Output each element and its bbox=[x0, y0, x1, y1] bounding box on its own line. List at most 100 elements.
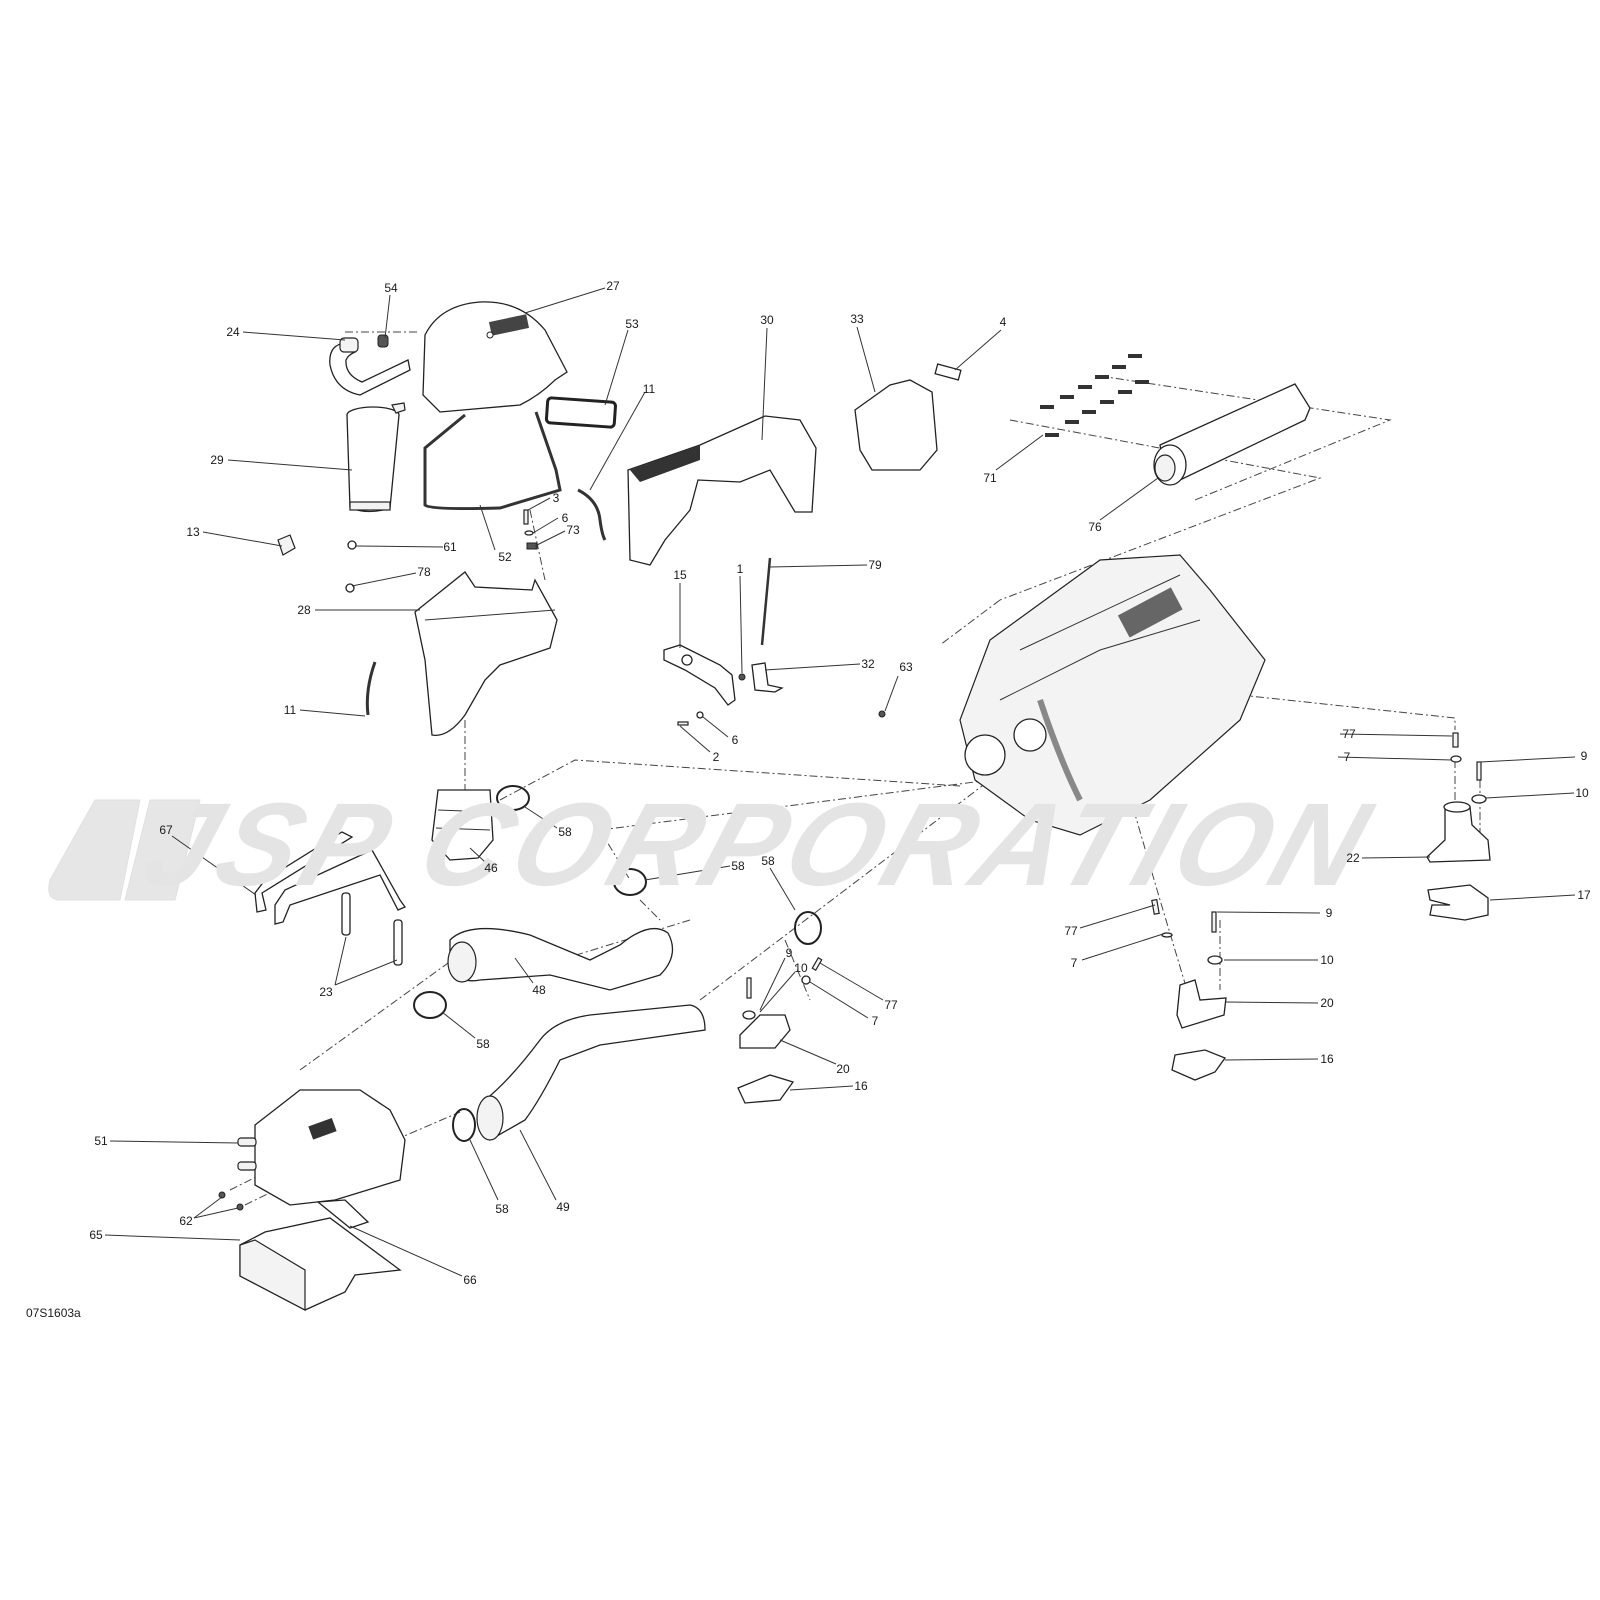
part-15-bracket[interactable] bbox=[663, 644, 736, 706]
part-16-shim-right[interactable] bbox=[1171, 1049, 1227, 1081]
callout-plug[interactable]: 61 bbox=[443, 540, 457, 554]
callout-front-mount-center[interactable]: 20 bbox=[836, 1062, 850, 1076]
callout-shim-16-center[interactable]: 16 bbox=[854, 1079, 868, 1093]
part-7-washer-center[interactable] bbox=[801, 975, 811, 985]
callout-bolt-9-right[interactable]: 9 bbox=[1580, 749, 1588, 763]
part-9-bolt-lower[interactable] bbox=[1211, 911, 1217, 933]
callout-air-guide[interactable]: 30 bbox=[760, 313, 774, 327]
part-61-plug[interactable] bbox=[347, 540, 357, 550]
part-32-bracket[interactable] bbox=[751, 662, 784, 693]
part-10-washer-right[interactable] bbox=[1471, 794, 1487, 804]
callout-air-box-base[interactable]: 28 bbox=[297, 603, 311, 617]
part-11-hose-upper[interactable] bbox=[577, 488, 607, 541]
callout-intake-manifold[interactable]: 76 bbox=[1088, 520, 1102, 534]
part-27-air-box-cover[interactable] bbox=[422, 301, 568, 413]
callout-washer-6[interactable]: 6 bbox=[731, 733, 739, 747]
part-79-rod[interactable] bbox=[760, 557, 772, 646]
callout-shim-17[interactable]: 17 bbox=[1577, 888, 1591, 902]
callout-clamp-58-e[interactable]: 58 bbox=[495, 1202, 509, 1216]
part-4-decal[interactable] bbox=[934, 363, 962, 381]
part-67-tank-strap[interactable] bbox=[254, 831, 406, 925]
part-51-intercooler[interactable] bbox=[237, 1089, 406, 1206]
callout-hose-49[interactable]: 49 bbox=[556, 1200, 570, 1214]
part-77-screw-lower[interactable] bbox=[1151, 898, 1160, 915]
part-23-strap-holder[interactable] bbox=[341, 892, 403, 966]
part-77-screw-center[interactable] bbox=[811, 956, 823, 972]
callout-clamp-58-d[interactable]: 58 bbox=[476, 1037, 490, 1051]
part-2-screw[interactable] bbox=[677, 721, 689, 726]
callout-engine-nut[interactable]: 63 bbox=[899, 660, 913, 674]
callout-clamp-58-b[interactable]: 58 bbox=[731, 859, 745, 873]
part-65-protector[interactable] bbox=[239, 1217, 402, 1311]
callout-seal[interactable]: 52 bbox=[498, 550, 512, 564]
part-77-screw-right[interactable] bbox=[1452, 732, 1459, 748]
part-10-washer-center[interactable] bbox=[742, 1010, 756, 1020]
callout-washer-upper[interactable]: 6 bbox=[561, 511, 569, 525]
part-6-washer-lower[interactable] bbox=[696, 711, 704, 719]
callout-washer-7-center[interactable]: 7 bbox=[871, 1014, 879, 1028]
callout-screw-77-right[interactable]: 77 bbox=[1342, 727, 1356, 741]
callout-gasket[interactable]: 53 bbox=[625, 317, 639, 331]
part-17-shim[interactable] bbox=[1427, 884, 1489, 921]
part-3-screw[interactable] bbox=[523, 509, 529, 525]
part-53-gasket[interactable] bbox=[544, 396, 617, 429]
callout-flexible-coupling[interactable]: 46 bbox=[484, 861, 498, 875]
part-73-clip[interactable] bbox=[526, 542, 538, 550]
callout-bracket-15[interactable]: 15 bbox=[673, 568, 687, 582]
part-52-seal[interactable] bbox=[423, 411, 562, 511]
callout-decal[interactable]: 4 bbox=[999, 315, 1007, 329]
part-13-clip[interactable] bbox=[277, 534, 296, 556]
part-24-intake-hose[interactable] bbox=[329, 337, 411, 396]
callout-washer-10-center[interactable]: 10 bbox=[794, 961, 808, 975]
callout-bolt-9-center[interactable]: 9 bbox=[785, 946, 793, 960]
callout-protector-65[interactable]: 65 bbox=[89, 1228, 103, 1242]
part-58-clamp-a[interactable] bbox=[496, 785, 530, 811]
callout-fastener[interactable]: 78 bbox=[417, 565, 431, 579]
part-20-front-mount-right[interactable] bbox=[1176, 979, 1227, 1029]
callout-screw-2[interactable]: 2 bbox=[712, 750, 720, 764]
callout-tank-strap[interactable]: 67 bbox=[159, 823, 173, 837]
callout-intercooler[interactable]: 51 bbox=[94, 1134, 108, 1148]
part-48-hose[interactable] bbox=[447, 927, 674, 991]
part-33-heat-shield[interactable] bbox=[854, 379, 938, 471]
part-6-washer[interactable] bbox=[524, 530, 534, 536]
callout-strap-holder[interactable]: 23 bbox=[319, 985, 333, 999]
part-58-clamp-d[interactable] bbox=[413, 991, 447, 1019]
part-54-grommet[interactable] bbox=[377, 334, 389, 348]
part-63-nut[interactable] bbox=[878, 710, 886, 718]
callout-clip-side[interactable]: 13 bbox=[186, 525, 200, 539]
part-46-flexible-coupling[interactable] bbox=[431, 789, 494, 861]
callout-air-box-cover[interactable]: 27 bbox=[606, 279, 620, 293]
callout-hose-48[interactable]: 48 bbox=[532, 983, 546, 997]
part-66-pad[interactable] bbox=[316, 1199, 370, 1229]
callout-washer-10-lower[interactable]: 10 bbox=[1320, 953, 1334, 967]
part-20-front-mount-center[interactable] bbox=[739, 1014, 791, 1049]
callout-washer-10-right[interactable]: 10 bbox=[1575, 786, 1589, 800]
part-16-shim-center[interactable] bbox=[737, 1074, 795, 1104]
part-9-bolt-right[interactable] bbox=[1476, 761, 1482, 781]
part-9-bolt-center[interactable] bbox=[746, 977, 752, 999]
part-30-air-guide[interactable] bbox=[627, 415, 817, 566]
part-58-clamp-e[interactable] bbox=[452, 1108, 476, 1142]
part-22-rear-mount[interactable] bbox=[1426, 801, 1491, 863]
part-10-washer-lower[interactable] bbox=[1207, 955, 1223, 965]
callout-screw-77-lower[interactable]: 77 bbox=[1064, 924, 1078, 938]
callout-nut-1[interactable]: 1 bbox=[736, 562, 744, 576]
callout-clamp-58-a[interactable]: 58 bbox=[558, 825, 572, 839]
callout-air-tube[interactable]: 29 bbox=[210, 453, 224, 467]
callout-washer-7-right[interactable]: 7 bbox=[1343, 750, 1351, 764]
callout-clip[interactable]: 73 bbox=[566, 523, 580, 537]
callout-intake-hose[interactable]: 24 bbox=[226, 325, 240, 339]
callout-manifold-screw[interactable]: 71 bbox=[983, 471, 997, 485]
part-76-intake-manifold[interactable] bbox=[1153, 383, 1311, 486]
part-62-nuts[interactable] bbox=[218, 1191, 244, 1211]
callout-shim-16-right[interactable]: 16 bbox=[1320, 1052, 1334, 1066]
callout-screw-77-center[interactable]: 77 bbox=[884, 998, 898, 1012]
callout-heat-shield[interactable]: 33 bbox=[850, 312, 864, 326]
part-7-washer-lower[interactable] bbox=[1161, 932, 1173, 938]
part-29-air-tube[interactable] bbox=[346, 402, 406, 513]
callout-hose-lower[interactable]: 11 bbox=[283, 703, 297, 717]
part-1-nut[interactable] bbox=[738, 673, 746, 681]
part-71-screws[interactable] bbox=[1040, 354, 1149, 437]
callout-clamp-58-c[interactable]: 58 bbox=[761, 854, 775, 868]
